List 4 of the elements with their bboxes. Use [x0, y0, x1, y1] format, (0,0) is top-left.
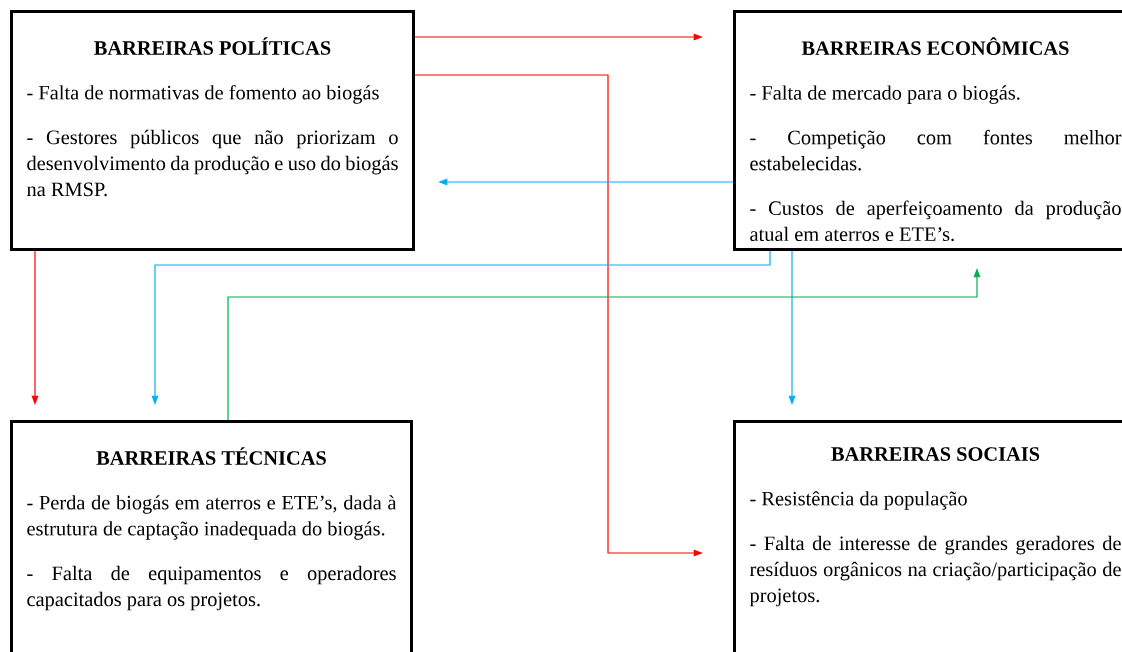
barrier-box: BARREIRAS ECONÔMICAS - Falta de mercado para o biogás. - Competição com fontes melhor estabelecidas. - Custos de aperfeiçoamento da produção atual em aterros e ETE’s.	[733, 10, 1122, 251]
barrier-box: BARREIRAS SOCIAIS - Resistência da população - Falta de interesse de grandes geradores de resíduos orgânicos na criação/participação de projetos.	[733, 420, 1122, 652]
barrier-box: BARREIRAS POLÍTICAS - Falta de normativas de fomento ao biogás - Gestores públicos que não priorizam o desenvolvimento da produção e uso do biogás na RMSP.	[10, 10, 415, 251]
barrier-box: BARREIRAS TÉCNICAS - Perda de biogás em aterros e ETE’s, dada à estrutura de captação inadequada do biogás. - Falta de equipamentos e operadores capacitados para os projetos.	[10, 420, 413, 652]
